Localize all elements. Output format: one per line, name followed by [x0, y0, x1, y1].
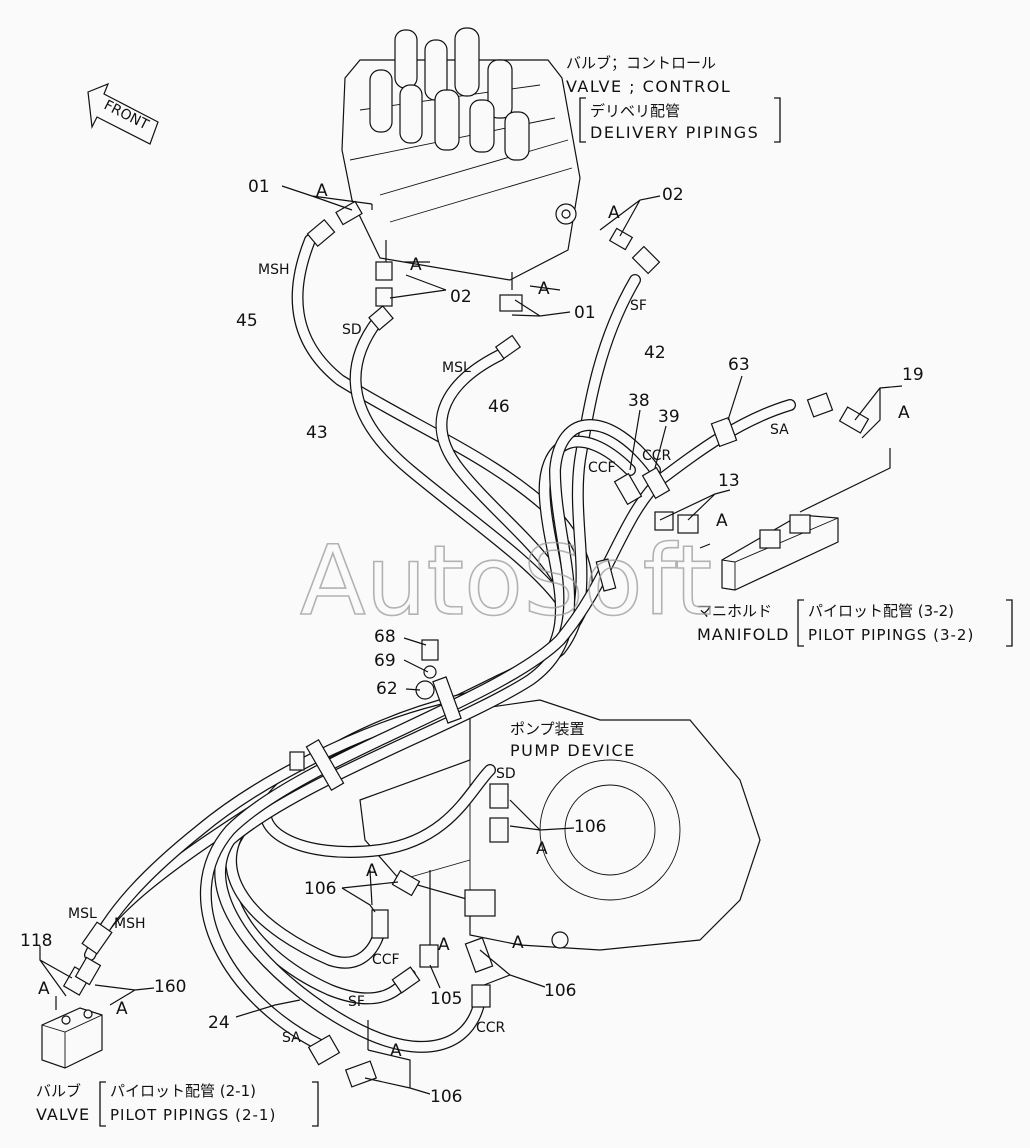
- a-mark: A: [898, 403, 910, 423]
- manifold-title-en: MANIFOLD: [697, 625, 789, 644]
- hose-tag-ccr-top: CCR: [642, 448, 672, 464]
- valve-title-jp: バルブ: [36, 1082, 81, 1100]
- callout-19: 19: [902, 365, 924, 385]
- hose-tag-sa-pump: SA: [282, 1030, 301, 1046]
- a-marks: A A A A A A A A A A A A A: [38, 181, 910, 1061]
- callout-02-mid: 02: [450, 287, 472, 307]
- delivery-pipings-title-jp: デリベリ配管: [590, 102, 680, 120]
- control-valve-title-en: VALVE ; CONTROL: [566, 77, 731, 96]
- callout-62: 62: [376, 679, 398, 699]
- hose-tag-ccr-pump: CCR: [476, 1020, 506, 1036]
- valve-title-en: VALVE: [36, 1105, 90, 1124]
- hose-tag-sf-top: SF: [630, 298, 647, 314]
- front-arrow-icon: FRONT: [87, 82, 159, 145]
- pilot-pipings-2-1-title-en: PILOT PIPINGS (2-1): [110, 1106, 276, 1124]
- callout-68: 68: [374, 627, 396, 647]
- label-brackets: [99, 97, 1013, 1127]
- hose-tag-msh-valve: MSH: [114, 916, 146, 932]
- callout-106-d: 106: [430, 1087, 462, 1107]
- hose-tag-msl-valve: MSL: [68, 906, 97, 922]
- manifold-block: [721, 514, 839, 591]
- callout-105: 105: [430, 989, 462, 1009]
- pilot-valve-block: [41, 1007, 103, 1069]
- callout-13: 13: [718, 471, 740, 491]
- callout-02-top: 02: [662, 185, 684, 205]
- watermark-text: AutoSoft: [300, 525, 712, 637]
- leader-lines: [39, 185, 903, 1095]
- a-mark: A: [512, 933, 524, 953]
- callout-160: 160: [154, 977, 186, 997]
- callout-69: 69: [374, 651, 396, 671]
- callout-39: 39: [658, 407, 680, 427]
- a-mark: A: [538, 279, 550, 299]
- callout-43: 43: [306, 423, 328, 443]
- pump-title-jp: ポンプ装置: [510, 720, 585, 738]
- hose-tag-ccf-pump: CCF: [372, 952, 400, 968]
- a-mark: A: [38, 979, 50, 999]
- fittings: [62, 200, 870, 1088]
- hose-tag-sd-pump: SD: [496, 766, 516, 782]
- a-mark: A: [438, 935, 450, 955]
- pilot-pipings-3-2-title-en: PILOT PIPINGS (3-2): [808, 626, 974, 644]
- callout-01-top: 01: [248, 177, 270, 197]
- a-mark: A: [116, 999, 128, 1019]
- callout-42: 42: [644, 343, 666, 363]
- a-mark: A: [316, 181, 328, 201]
- hose-tag-sa-top: SA: [770, 422, 789, 438]
- manifold-title-jp: マニホルド: [697, 602, 772, 620]
- a-mark: A: [390, 1041, 402, 1061]
- callout-106-b: 106: [304, 879, 336, 899]
- hose-bundle: [84, 234, 796, 1053]
- pilot-pipings-3-2-title-jp: パイロット配管 (3-2): [808, 602, 954, 620]
- pump-title-en: PUMP DEVICE: [510, 741, 636, 760]
- a-mark: A: [366, 861, 378, 881]
- callout-01-mid: 01: [574, 303, 596, 323]
- callout-24: 24: [208, 1013, 230, 1033]
- callout-38: 38: [628, 391, 650, 411]
- callout-106-a: 106: [574, 817, 606, 837]
- front-arrow-label: FRONT: [101, 97, 151, 133]
- callout-106-c: 106: [544, 981, 576, 1001]
- hose-tag-sf-pump: SF: [348, 994, 365, 1010]
- delivery-pipings-title-en: DELIVERY PIPINGS: [590, 123, 759, 142]
- control-valve-title-jp: バルブ；コントロール: [566, 54, 716, 72]
- a-mark: A: [608, 203, 620, 223]
- hose-tag-ccf-top: CCF: [588, 460, 616, 476]
- callout-46: 46: [488, 397, 510, 417]
- callout-63: 63: [728, 355, 750, 375]
- callout-45: 45: [236, 311, 258, 331]
- callout-118: 118: [20, 931, 52, 951]
- hose-tag-sd-top: SD: [342, 322, 362, 338]
- hose-tag-msl-top: MSL: [442, 360, 471, 376]
- a-mark: A: [536, 839, 548, 859]
- control-valve-block: [341, 27, 581, 281]
- hose-tag-msh-top: MSH: [258, 262, 290, 278]
- a-mark: A: [410, 255, 422, 275]
- hose-clamps: [305, 416, 738, 791]
- a-mark: A: [716, 511, 728, 531]
- pilot-pipings-2-1-title-jp: パイロット配管 (2-1): [110, 1082, 256, 1100]
